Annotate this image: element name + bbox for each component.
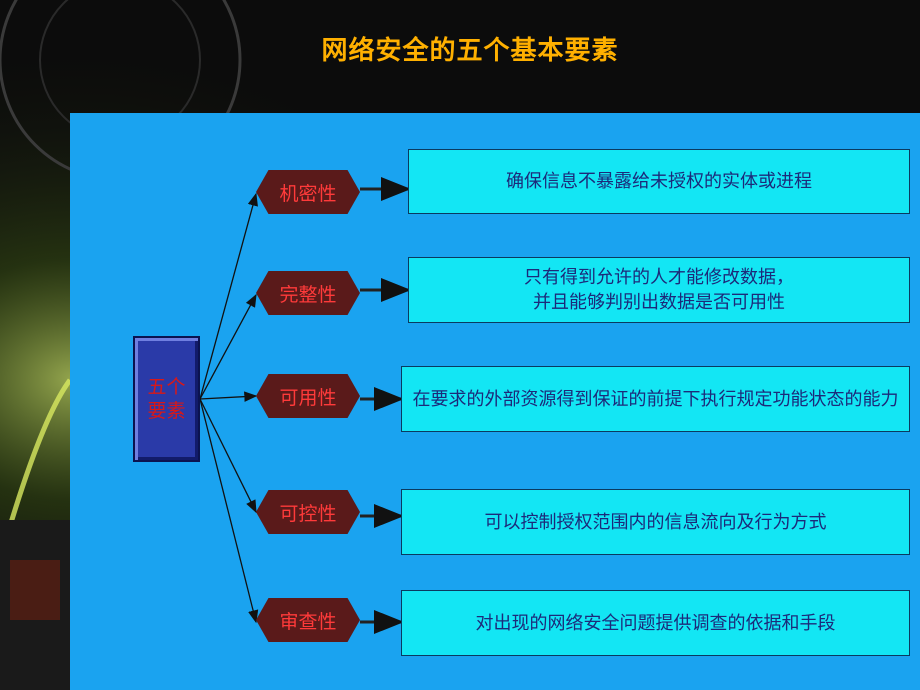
description-auditability: 对出现的网络安全问题提供调查的依据和手段 <box>401 590 910 656</box>
node-availability: 可用性 <box>256 374 360 418</box>
connector-root-node-4 <box>199 398 257 514</box>
connector-root-node-2 <box>199 293 257 400</box>
node-controllability: 可控性 <box>256 490 360 534</box>
connector-root-node-1 <box>199 192 258 400</box>
node-integrity: 完整性 <box>256 271 360 315</box>
description-confidentiality: 确保信息不暴露给未授权的实体或进程 <box>408 149 910 214</box>
node-confidentiality: 机密性 <box>256 170 360 214</box>
description-availability: 在要求的外部资源得到保证的前提下执行规定功能状态的能力 <box>401 366 910 432</box>
root-label: 五个要素 <box>147 376 186 422</box>
root-box: 五个要素 <box>133 336 200 462</box>
connector-root-node-5 <box>199 398 259 624</box>
slide-title: 网络安全的五个基本要素 <box>321 36 619 66</box>
description-integrity: 只有得到允许的人才能修改数据， 并且能够判别出数据是否可用性 <box>408 257 910 323</box>
node-auditability: 审查性 <box>256 598 360 642</box>
description-controllability: 可以控制授权范围内的信息流向及行为方式 <box>401 489 910 555</box>
connector-root-node-3 <box>199 391 258 402</box>
